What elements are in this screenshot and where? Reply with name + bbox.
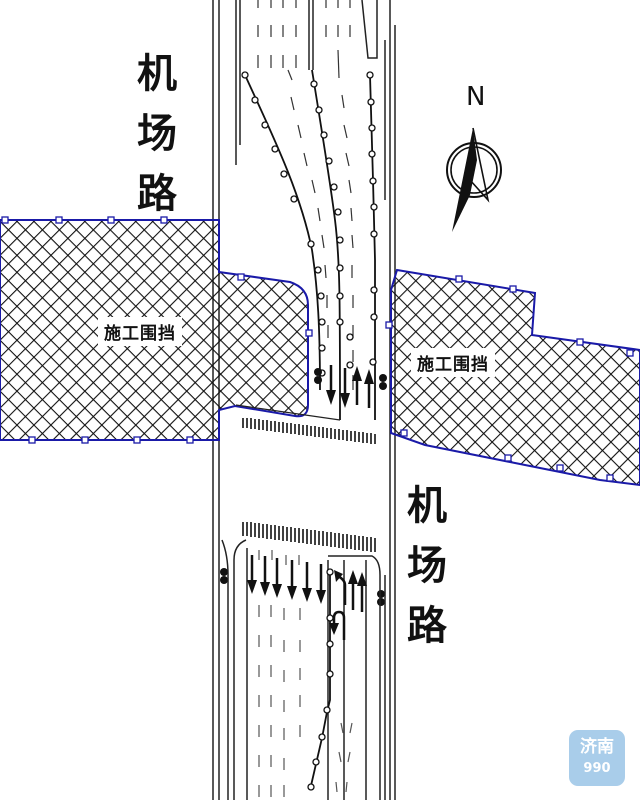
hoarding-label-right: 施工围挡 — [411, 348, 495, 377]
lower-lane-dashes — [258, 550, 353, 797]
lane-arrows-lower — [247, 555, 367, 640]
north-label: N — [466, 82, 486, 112]
road-label-north-char: 路 — [137, 171, 177, 217]
watermark-subtitle: 990 — [583, 761, 611, 776]
road-label-north-char: 机 — [137, 51, 177, 97]
hoarding-right — [385, 268, 640, 487]
traffic-signal-icons — [220, 368, 387, 606]
hoarding-label-left: 施工围挡 — [98, 317, 182, 346]
lane-arrows-upper — [326, 365, 374, 408]
watermark-title: 济南 — [580, 737, 614, 757]
north-arrow-icon — [446, 127, 502, 232]
road-label-south-char: 机 — [407, 483, 447, 529]
crosswalk-upper — [242, 418, 376, 444]
road-label-south-char: 场 — [407, 543, 447, 589]
stop-line-upper — [235, 404, 341, 421]
watermark-logo: 济南 990 — [569, 730, 625, 786]
road-label-south: 机 场 路 — [402, 476, 452, 656]
road-label-south-char: 路 — [407, 603, 447, 649]
road-label-north: 机 场 路 — [132, 44, 182, 224]
crosswalk-lower — [242, 522, 376, 552]
road-label-north-char: 场 — [137, 111, 177, 157]
traffic-cones — [241, 71, 378, 377]
lane-dashes-top — [257, 0, 354, 390]
